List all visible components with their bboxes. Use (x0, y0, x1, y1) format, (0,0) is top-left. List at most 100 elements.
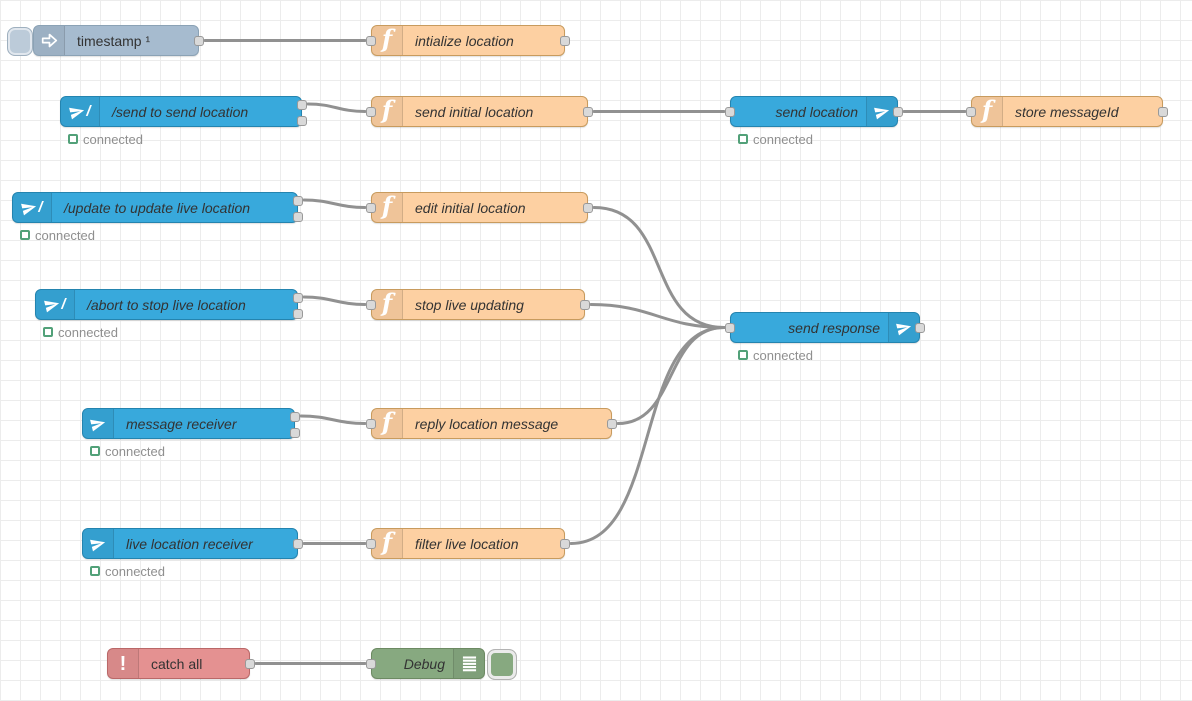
status-text: connected (35, 227, 95, 243)
status-send-cmd: connected (68, 131, 143, 147)
output-port-1[interactable] (293, 293, 303, 303)
node-debug[interactable]: Debug (366, 648, 517, 680)
function-icon: f (372, 97, 403, 126)
wire-message-receiver-to-reply[interactable] (299, 414, 367, 425)
status-send-location: connected (738, 131, 813, 147)
status-text: connected (753, 347, 813, 363)
function-icon: f (372, 193, 403, 222)
node-label: message receiver (126, 415, 237, 432)
output-port[interactable] (580, 300, 590, 310)
wire-update-cmd-to-edit-initial[interactable] (302, 198, 367, 209)
output-port-1[interactable] (297, 100, 307, 110)
status-text: connected (58, 324, 118, 340)
node-label: intialize location (415, 32, 514, 49)
input-port[interactable] (366, 203, 376, 213)
output-port[interactable] (560, 36, 570, 46)
output-port[interactable] (194, 36, 204, 46)
telegram-command-icon: / (61, 97, 100, 126)
node-telegram-receiver-message[interactable]: message receiver (82, 408, 300, 439)
status-text: connected (83, 131, 143, 147)
node-function-initialize-location[interactable]: f intialize location (366, 25, 570, 56)
node-function-send-initial-location[interactable]: f send initial location (366, 96, 593, 127)
function-icon: f (972, 97, 1003, 126)
wire-filter-to-send-response[interactable] (569, 326, 726, 545)
node-inject-timestamp[interactable]: timestamp ¹ (7, 25, 204, 56)
debug-list-icon (453, 649, 484, 678)
node-telegram-command-abort[interactable]: / /abort to stop live location (35, 289, 303, 320)
node-label: reply location message (415, 415, 559, 432)
telegram-command-icon: / (36, 290, 75, 319)
output-port[interactable] (1158, 107, 1168, 117)
output-port-2[interactable] (293, 309, 303, 319)
wire-abort-cmd-to-stop-live[interactable] (302, 295, 367, 306)
output-port-2[interactable] (297, 116, 307, 126)
input-port[interactable] (725, 107, 735, 117)
node-telegram-command-update[interactable]: / /update to update live location (12, 192, 303, 223)
node-telegram-sender-send-location[interactable]: send location (725, 96, 903, 127)
output-port[interactable] (583, 203, 593, 213)
status-text: connected (105, 443, 165, 459)
output-port[interactable] (893, 107, 903, 117)
output-port[interactable] (915, 323, 925, 333)
wire-edit-initial-to-send-response[interactable] (592, 206, 726, 329)
node-function-store-messageid[interactable]: f store messageId (966, 96, 1168, 127)
output-port-2[interactable] (290, 428, 300, 438)
node-label: store messageId (1015, 103, 1119, 120)
node-telegram-receiver-live-location[interactable]: live location receiver (82, 528, 303, 559)
input-port[interactable] (366, 107, 376, 117)
node-function-reply-location-message[interactable]: f reply location message (366, 408, 617, 439)
node-label: /update to update live location (64, 199, 251, 216)
status-connected-icon (20, 230, 30, 240)
output-port[interactable] (245, 659, 255, 669)
node-label: edit initial location (415, 199, 526, 216)
debug-toggle-button[interactable] (487, 649, 517, 680)
telegram-plane-icon (888, 313, 919, 342)
node-label: stop live updating (415, 296, 524, 313)
node-label: /abort to stop live location (87, 296, 246, 313)
input-port[interactable] (366, 300, 376, 310)
function-icon: f (372, 290, 403, 319)
status-message-receiver: connected (90, 443, 165, 459)
status-connected-icon (68, 134, 78, 144)
function-icon: f (372, 529, 403, 558)
inject-trigger-button[interactable] (7, 27, 33, 56)
status-text: connected (105, 563, 165, 579)
node-telegram-sender-send-response[interactable]: send response (725, 312, 925, 343)
node-label: send initial location (415, 103, 534, 120)
node-telegram-command-send[interactable]: / /send to send location (60, 96, 307, 127)
input-port[interactable] (725, 323, 735, 333)
node-function-stop-live-updating[interactable]: f stop live updating (366, 289, 590, 320)
output-port-1[interactable] (293, 196, 303, 206)
output-port-1[interactable] (290, 412, 300, 422)
wire-stop-live-to-send-response[interactable] (589, 303, 726, 329)
node-function-edit-initial-location[interactable]: f edit initial location (366, 192, 593, 223)
telegram-plane-icon (83, 529, 114, 558)
output-port[interactable] (607, 419, 617, 429)
node-label: send location (775, 103, 858, 120)
input-port[interactable] (366, 539, 376, 549)
wire-send-cmd-to-send-initial-location[interactable] (306, 102, 367, 113)
output-port-2[interactable] (293, 212, 303, 222)
telegram-plane-icon (83, 409, 114, 438)
input-port[interactable] (366, 659, 376, 669)
node-label: timestamp ¹ (77, 32, 151, 49)
output-port[interactable] (293, 539, 303, 549)
input-port[interactable] (966, 107, 976, 117)
node-label: Debug (403, 655, 445, 672)
status-connected-icon (43, 327, 53, 337)
output-port[interactable] (583, 107, 593, 117)
input-port[interactable] (366, 419, 376, 429)
status-live-location-receiver: connected (90, 563, 165, 579)
node-catch-all[interactable]: ! catch all (107, 648, 255, 679)
input-port[interactable] (366, 36, 376, 46)
status-connected-icon (738, 134, 748, 144)
output-port[interactable] (560, 539, 570, 549)
status-text: connected (753, 131, 813, 147)
node-function-filter-live-location[interactable]: f filter live location (366, 528, 570, 559)
status-abort-cmd: connected (43, 324, 118, 340)
wire-reply-to-send-response[interactable] (616, 326, 726, 425)
inject-arrow-icon (34, 26, 65, 55)
telegram-command-icon: / (13, 193, 52, 222)
